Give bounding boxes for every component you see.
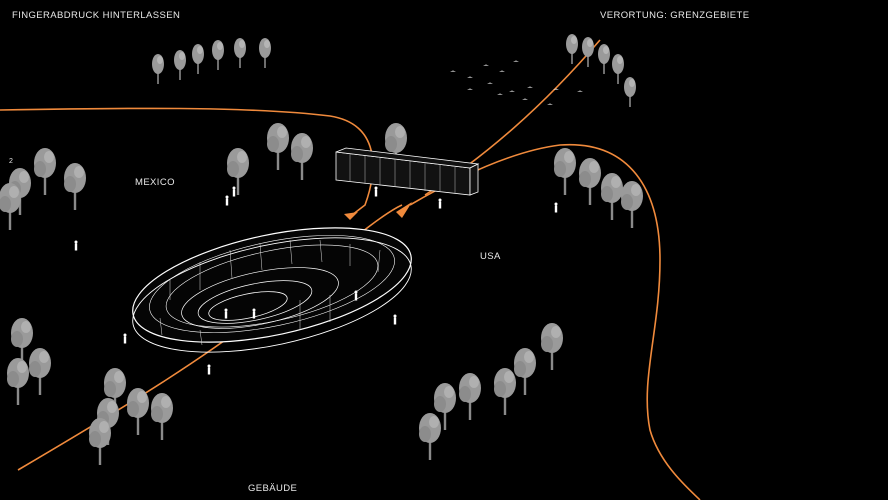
tree-cluster-top-right — [566, 34, 636, 107]
bird-flock — [450, 60, 583, 105]
region-label-mexico: MEXICO — [135, 177, 175, 188]
region-label-usa: USA — [480, 251, 501, 262]
elliptical-building — [132, 227, 412, 353]
left-title: FINGERABDRUCK HINTERLASSEN — [12, 10, 181, 21]
right-title: VERORTUNG: GRENZGEBIETE — [600, 10, 750, 21]
tree-cluster-right — [554, 148, 643, 228]
tree-cluster-top — [152, 38, 271, 84]
corner-marker: 2 — [9, 158, 14, 165]
tree-cluster-bottom-right — [419, 323, 563, 460]
arrow-icon — [344, 202, 412, 220]
route-line-usa — [409, 143, 701, 500]
footer-label: GEBÄUDE — [248, 483, 298, 494]
border-wall-block — [335, 147, 480, 196]
